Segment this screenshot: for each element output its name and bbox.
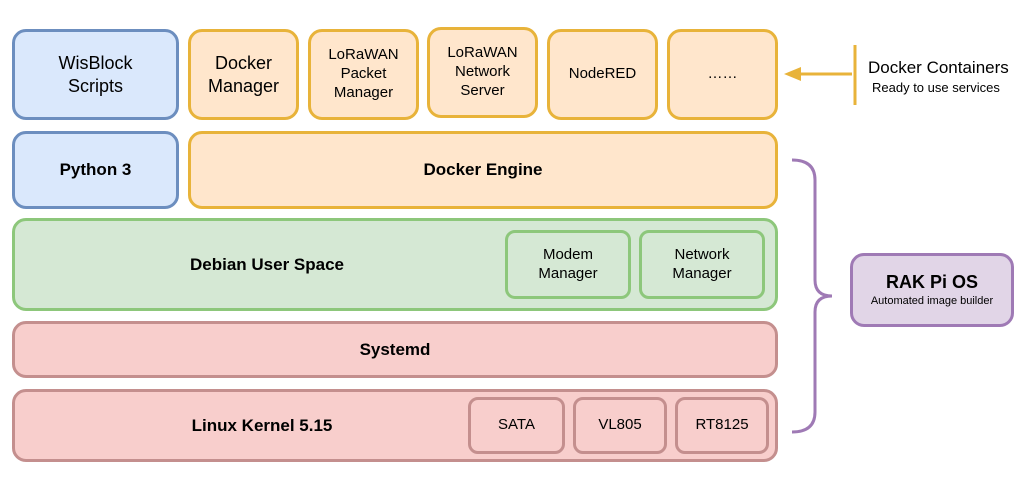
rt8125-box: RT8125 bbox=[675, 397, 769, 454]
systemd-box: Systemd bbox=[12, 321, 778, 378]
rak-bracket bbox=[791, 158, 833, 434]
arrow-head bbox=[784, 67, 801, 81]
debian-label: Debian User Space bbox=[189, 254, 344, 274]
docker-containers-subtitle: Ready to use services bbox=[872, 80, 1000, 95]
rak-pi-os-box: RAK Pi OS Automated image builder bbox=[850, 253, 1014, 327]
network-manager-box: Network Manager bbox=[639, 230, 765, 299]
lorawan-packet-manager-box: LoRaWAN Packet Manager bbox=[308, 29, 419, 120]
sata-box: SATA bbox=[468, 397, 565, 454]
docker-containers-title: Docker Containers bbox=[868, 58, 1009, 77]
vl805-box: VL805 bbox=[573, 397, 667, 454]
docker-manager-box: Docker Manager bbox=[188, 29, 299, 120]
kernel-label: Linux Kernel 5.15 bbox=[191, 415, 333, 435]
more-containers-box: …… bbox=[667, 29, 778, 120]
docker-engine-box: Docker Engine bbox=[188, 131, 778, 209]
python-box: Python 3 bbox=[12, 131, 179, 209]
rak-pi-os-subtitle: Automated image builder bbox=[870, 295, 994, 308]
nodered-box: NodeRED bbox=[547, 29, 658, 120]
lorawan-network-server-box: LoRaWAN Network Server bbox=[427, 27, 538, 118]
wisblock-scripts-box: WisBlock Scripts bbox=[12, 29, 179, 120]
modem-manager-box: Modem Manager bbox=[505, 230, 631, 299]
rak-pi-os-title: RAK Pi OS bbox=[885, 271, 978, 292]
